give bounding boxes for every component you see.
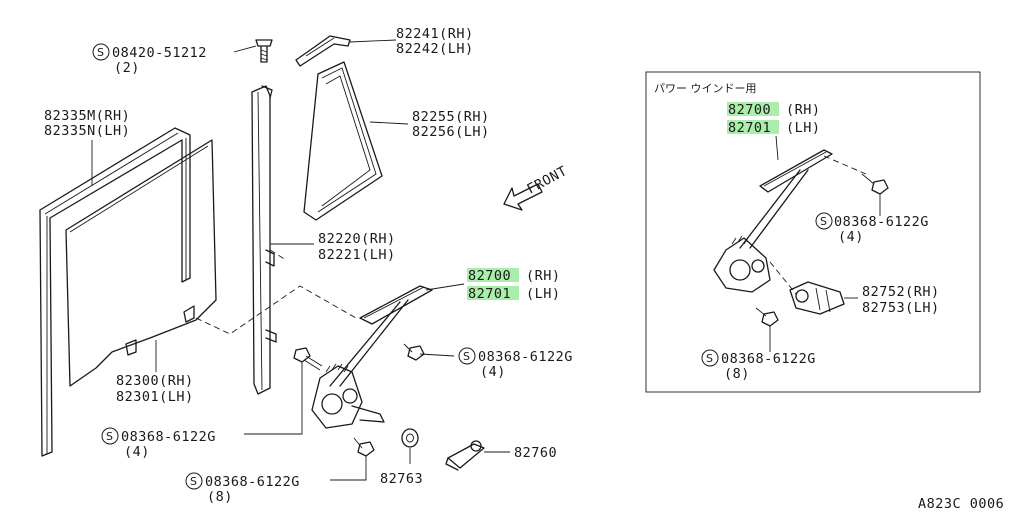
screw-top-icon	[255, 39, 273, 63]
s-mark-icon: S	[101, 427, 119, 445]
door-glass-part	[65, 139, 217, 387]
bolt-left-qty: (4)	[124, 444, 150, 460]
sash-lh-label: 82221(LH)	[318, 247, 396, 263]
svg-text:S: S	[463, 350, 470, 363]
inset-regulator-rh-code: 82700	[728, 102, 771, 118]
bolt-icon	[861, 173, 889, 195]
washer-label: 82763	[380, 471, 423, 487]
glass-rh-label: 82300(RH)	[116, 373, 194, 389]
vent-glass-part	[303, 61, 383, 221]
highlight-lh	[467, 286, 519, 300]
bolt-bottom-label: 08368-6122G	[205, 474, 300, 490]
weatherstrip-lh-label: 82335N(LH)	[44, 123, 130, 139]
bolt-icon	[403, 343, 425, 361]
inset-motor-rh-label: 82752(RH)	[862, 284, 940, 300]
regulator-lh-code: 82701	[468, 286, 511, 302]
s-mark-icon: S	[185, 472, 203, 490]
bolt-bottom-qty: (8)	[207, 489, 233, 505]
handle-label: 82760	[514, 445, 557, 461]
molding-lh-label: 82242(LH)	[396, 41, 474, 57]
sash-part	[251, 85, 277, 395]
glass-lh-label: 82301(LH)	[116, 389, 194, 405]
inset-bolt-bottom-qty: (8)	[724, 366, 750, 382]
screw-top-label: 08420-51212	[112, 45, 207, 61]
svg-text:S: S	[97, 46, 104, 59]
inset-motor-part	[789, 281, 845, 315]
s-mark-icon: S	[815, 212, 833, 230]
bolt-left-label: 08368-6122G	[121, 429, 216, 445]
inset-bolt-bottom-label: 08368-6122G	[721, 351, 816, 367]
inset-regulator-part	[713, 149, 833, 293]
molding-part	[295, 35, 351, 67]
inset-bolt-right-qty: (4)	[838, 229, 864, 245]
front-arrow-icon	[503, 183, 543, 211]
front-label: FRONT	[524, 163, 570, 197]
screw-top-qty: (2)	[114, 60, 140, 76]
highlight-rh	[467, 268, 519, 282]
washer-part	[401, 428, 419, 448]
weatherstrip-part	[39, 127, 191, 457]
svg-text:S: S	[106, 430, 113, 443]
molding-rh-label: 82241(RH)	[396, 26, 474, 42]
bolt-icon	[353, 437, 375, 457]
bolt-mid-label: 08368-6122G	[478, 349, 573, 365]
regulator-rh-code: 82700	[468, 268, 511, 284]
bolt-icon	[755, 307, 779, 327]
diagram-code: A823C 0006	[918, 496, 1004, 512]
svg-text:S: S	[820, 215, 827, 228]
inset-regulator-rh-side: (RH)	[786, 102, 821, 118]
regulator-part	[311, 285, 433, 429]
sash-rh-label: 82220(RH)	[318, 231, 396, 247]
inset-regulator-lh-side: (LH)	[786, 120, 821, 136]
svg-text:S: S	[190, 475, 197, 488]
regulator-rh-side: (RH)	[526, 268, 561, 284]
weatherstrip-rh-label: 82335M(RH)	[44, 108, 130, 124]
inset-bolt-right-label: 08368-6122G	[834, 214, 929, 230]
s-mark-icon: S	[92, 43, 110, 61]
bolt-icon	[293, 347, 323, 371]
inset-highlight-rh	[727, 102, 779, 116]
regulator-lh-side: (LH)	[526, 286, 561, 302]
svg-text:S: S	[706, 352, 713, 365]
inset-highlight-lh	[727, 120, 779, 134]
s-mark-icon: S	[701, 349, 719, 367]
s-mark-icon: S	[458, 347, 476, 365]
inset-regulator-lh-code: 82701	[728, 120, 771, 136]
inset-motor-lh-label: 82753(LH)	[862, 300, 940, 316]
bolt-mid-qty: (4)	[480, 364, 506, 380]
vent-glass-lh-label: 82256(LH)	[412, 124, 490, 140]
inset-title: パワー ウインドー用	[654, 82, 757, 95]
vent-glass-rh-label: 82255(RH)	[412, 109, 490, 125]
inset-box	[645, 71, 981, 393]
handle-part	[445, 440, 485, 471]
